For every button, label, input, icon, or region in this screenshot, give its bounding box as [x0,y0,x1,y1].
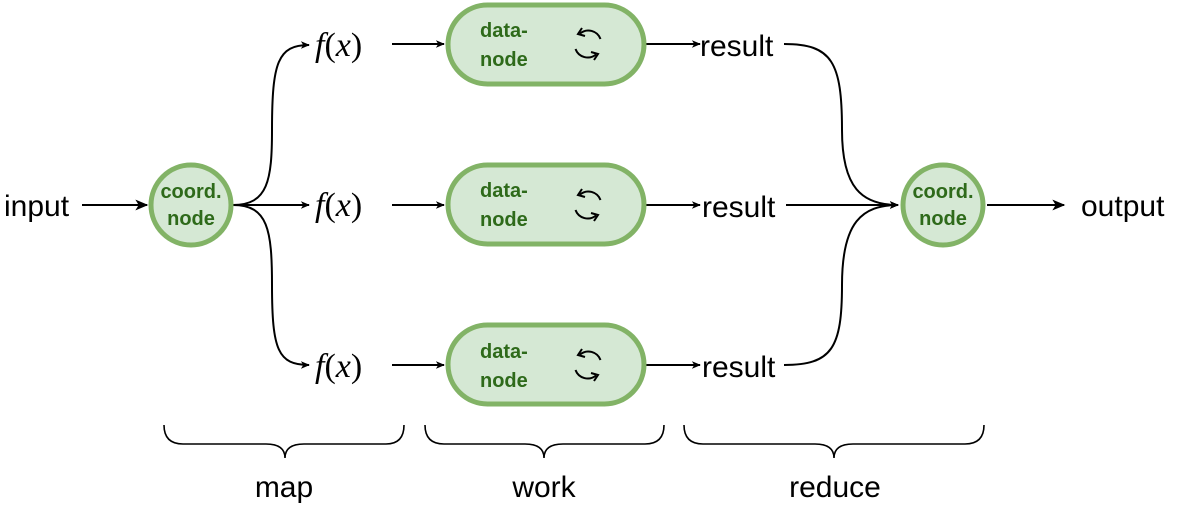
result-label-top: result [700,30,774,63]
data-node-label-line1: data- [480,180,528,202]
data-node-bottom: data- node [445,322,647,407]
function-variable: x [335,27,351,64]
work-brace [424,424,665,459]
input-label: input [4,190,70,223]
function-variable: x [335,187,351,224]
coord-node-shape [148,162,234,248]
svg-text:f(x): f(x) [315,27,362,64]
data-node-shape [445,322,647,407]
map-function-middle: f(x) [315,187,362,224]
data-node-middle: data- node [445,162,647,247]
paren-open: ( [324,187,335,224]
refresh-icon [574,348,602,382]
refresh-icon [574,188,602,222]
paren-close: ) [351,348,362,385]
data-node-label-line2: node [480,49,528,71]
reduce-phase-label: reduce [789,471,881,504]
coord-node-label-line1: coord. [160,181,221,203]
coord-node-input: coord. node [148,162,234,248]
work-phase-label: work [511,471,576,504]
data-node-shape [445,162,647,247]
paren-close: ) [351,27,362,64]
data-node-label-line2: node [480,370,528,392]
coord-node-label-line2: node [919,208,967,230]
data-node-label-line1: data- [480,20,528,42]
data-node-top: data- node [445,2,647,87]
data-node-label-line1: data- [480,341,528,363]
paren-open: ( [324,348,335,385]
coord-node-output: coord. node [900,162,986,248]
map-function-bottom: f(x) [315,348,362,385]
paren-close: ) [351,187,362,224]
edge-result-bottom-to-coord [783,201,899,366]
edge-coord-to-map-top [232,41,310,206]
coord-node-label-line2: node [167,208,215,230]
svg-text:f(x): f(x) [315,348,362,385]
function-variable: x [335,348,351,385]
map-function-top: f(x) [315,27,362,64]
edge-result-top-to-coord [783,43,899,209]
result-label-bottom: result [702,351,776,384]
svg-text:f(x): f(x) [315,187,362,224]
refresh-icon [574,27,602,61]
paren-open: ( [324,27,335,64]
edge-coord-to-map-bottom [232,204,310,369]
map-phase-label: map [255,471,313,504]
result-label-middle: result [702,191,776,224]
map-brace [163,424,405,459]
output-label: output [1081,190,1165,223]
data-node-label-line2: node [480,209,528,231]
reduce-brace [683,424,985,459]
coord-node-label-line1: coord. [912,181,973,203]
coord-node-shape [900,162,986,248]
edges [82,40,1066,369]
data-node-shape [445,2,647,87]
